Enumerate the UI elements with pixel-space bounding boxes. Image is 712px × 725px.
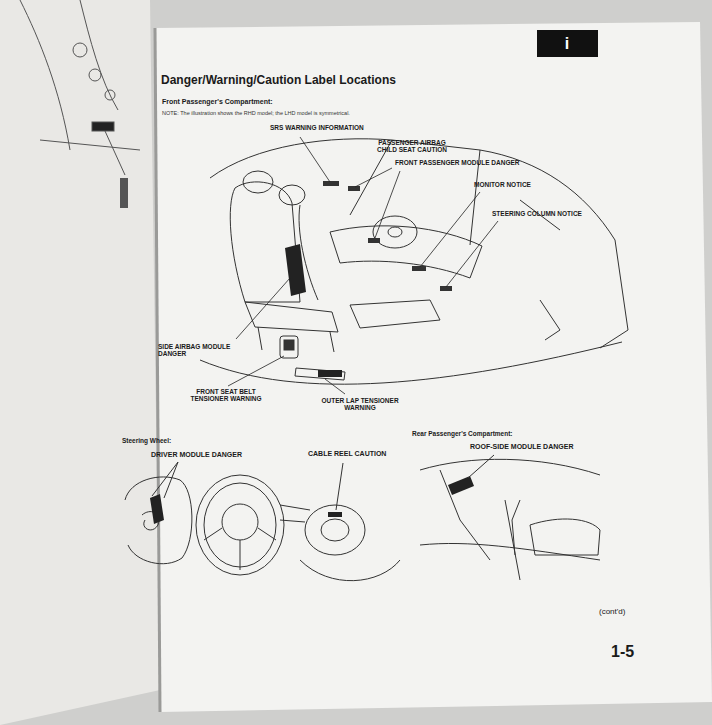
steering-wheel-illustration-part bbox=[300, 560, 400, 581]
steering-wheel-illustration-part bbox=[204, 528, 276, 570]
left-page-drawing-part bbox=[105, 90, 115, 100]
left-page-drawing bbox=[20, 0, 140, 208]
front-compartment-illustration-part bbox=[600, 240, 628, 348]
left-page-drawing-part bbox=[89, 69, 101, 81]
label-callout: CABLE REEL CAUTION bbox=[308, 450, 418, 458]
page-background-part bbox=[155, 28, 160, 712]
label-callout: MONITOR NOTICE bbox=[474, 181, 564, 188]
section-heading: Rear Passenger's Compartment: bbox=[412, 430, 562, 437]
front-compartment-illustration-part bbox=[412, 266, 426, 271]
left-page-drawing-part bbox=[120, 178, 128, 208]
front-compartment-illustration-part bbox=[350, 300, 440, 328]
leader-line-part bbox=[228, 356, 284, 386]
steering-wheel-illustration-part bbox=[280, 505, 310, 522]
steering-wheel-illustration-part bbox=[305, 505, 365, 555]
page-number: 1-5 bbox=[611, 643, 651, 661]
rear-compartment-illustration-part bbox=[420, 543, 600, 560]
rear-compartment-illustration-part bbox=[448, 476, 474, 495]
page-background-part bbox=[155, 22, 712, 712]
rear-compartment-illustration-part bbox=[505, 500, 520, 580]
left-page-drawing-part bbox=[80, 0, 118, 110]
rear-compartment-illustration bbox=[420, 455, 600, 580]
front-compartment-illustration-part bbox=[285, 244, 306, 296]
leader-line-part bbox=[236, 278, 290, 339]
front-compartment-illustration-part bbox=[388, 227, 402, 237]
front-compartment-illustration-part bbox=[318, 370, 342, 377]
rear-compartment-illustration-part bbox=[468, 455, 494, 478]
tab-icon: i bbox=[557, 35, 577, 53]
section-heading: Front Passenger's Compartment: bbox=[162, 98, 362, 106]
front-compartment-illustration-part bbox=[284, 340, 294, 350]
leader-line-part bbox=[375, 171, 400, 238]
steering-wheel-illustration-part bbox=[150, 494, 164, 524]
front-compartment-illustration-part bbox=[280, 336, 298, 358]
left-page-drawing-part bbox=[40, 140, 140, 150]
note-text: NOTE: The illustration shows the RHD mod… bbox=[162, 110, 462, 116]
steering-wheel-illustration-part bbox=[152, 462, 178, 496]
front-compartment-illustration-part bbox=[258, 327, 334, 352]
front-compartment-illustration-part bbox=[245, 302, 338, 332]
left-page-drawing-part bbox=[105, 131, 125, 175]
label-callout: ROOF-SIDE MODULE DANGER bbox=[470, 443, 610, 451]
page-background-part bbox=[0, 0, 160, 725]
label-callout: OUTER LAP TENSIONER WARNING bbox=[315, 397, 405, 412]
front-compartment-illustration-part bbox=[520, 200, 560, 340]
info-tab bbox=[537, 30, 598, 57]
label-callout: FRONT PASSENGER MODULE DANGER bbox=[395, 159, 555, 166]
rear-compartment-illustration-part bbox=[530, 519, 600, 555]
steering-wheel-illustration bbox=[125, 462, 400, 581]
steering-wheel-illustration-part bbox=[321, 519, 349, 541]
steering-wheel-illustration-part bbox=[164, 462, 178, 498]
leader-line-part bbox=[325, 379, 345, 394]
front-compartment-illustration-part bbox=[323, 181, 339, 186]
leader-line bbox=[228, 137, 498, 394]
rear-compartment-illustration-part bbox=[420, 459, 600, 475]
left-page-drawing-part bbox=[92, 122, 114, 131]
section-heading: Steering Wheel: bbox=[122, 437, 212, 444]
label-callout: STEERING COLUMN NOTICE bbox=[492, 210, 612, 217]
label-callout: PASSENGER AIRBAG CHILD SEAT CAUTION bbox=[369, 139, 455, 154]
label-callout: SRS WARNING INFORMATION bbox=[270, 124, 410, 131]
label-callout: SIDE AIRBAG MODULE DANGER bbox=[158, 343, 232, 358]
steering-wheel-illustration-part bbox=[336, 463, 343, 510]
front-compartment-illustration-part bbox=[243, 171, 273, 193]
rear-compartment-illustration-part bbox=[440, 470, 490, 560]
steering-wheel-illustration-part bbox=[328, 512, 342, 517]
left-page-drawing-part bbox=[20, 0, 70, 150]
rear-compartment-illustration-part bbox=[512, 500, 520, 555]
leader-line-part bbox=[446, 221, 498, 287]
continued-note: (cont'd) bbox=[599, 607, 649, 616]
front-compartment-illustration-part bbox=[348, 186, 360, 191]
front-compartment-illustration-part bbox=[373, 216, 417, 248]
front-compartment-illustration bbox=[200, 139, 628, 384]
label-callout: DRIVER MODULE DANGER bbox=[151, 451, 281, 459]
front-compartment-illustration-part bbox=[368, 238, 380, 243]
front-compartment-illustration-part bbox=[200, 342, 622, 384]
front-compartment-illustration-part bbox=[210, 139, 615, 240]
steering-wheel-illustration-part bbox=[125, 477, 192, 564]
label-callout: FRONT SEAT BELT TENSIONER WARNING bbox=[180, 388, 272, 403]
page-title: Danger/Warning/Caution Label Locations bbox=[161, 74, 396, 88]
info-tab-part bbox=[537, 30, 598, 57]
left-page-drawing-part bbox=[73, 43, 87, 57]
steering-wheel-illustration-part bbox=[222, 504, 258, 540]
steering-wheel-illustration-part bbox=[196, 475, 284, 575]
front-compartment-illustration-part bbox=[295, 368, 345, 380]
leader-line-part bbox=[355, 168, 392, 187]
front-compartment-illustration-part bbox=[279, 185, 305, 205]
leader-line-part bbox=[300, 137, 330, 182]
